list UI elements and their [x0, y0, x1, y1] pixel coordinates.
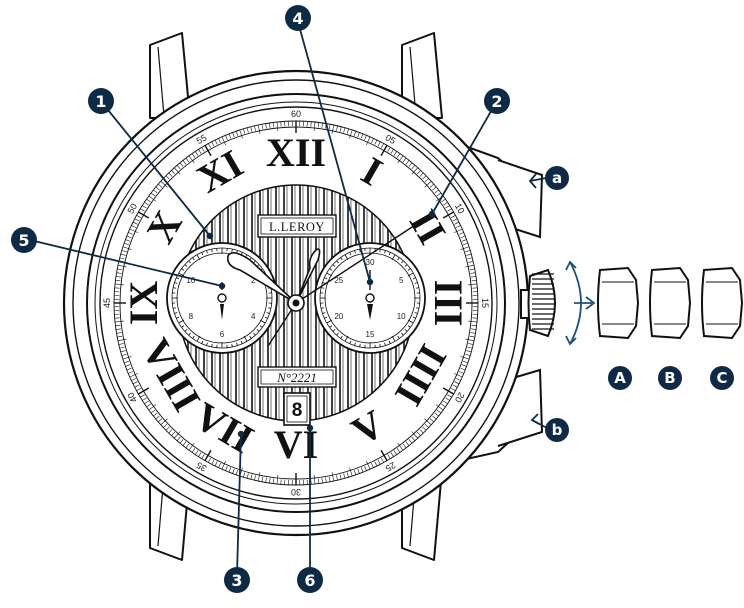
minute-label: 60	[291, 109, 301, 119]
minute-label: 30	[291, 487, 301, 497]
svg-text:A: A	[614, 369, 626, 387]
svg-text:5: 5	[18, 231, 29, 250]
crown-position-A	[598, 268, 638, 338]
subdial-label: 5	[399, 276, 404, 285]
callout-pusher-b: b	[545, 418, 569, 442]
subdial-label: 30	[366, 258, 375, 267]
subdial-label: 6	[220, 330, 225, 339]
callout-1: 1	[88, 88, 114, 114]
subdial-label: 4	[251, 312, 256, 321]
subdial-label: 20	[334, 312, 343, 321]
svg-text:B: B	[664, 369, 675, 387]
subdial-label: 10	[397, 312, 406, 321]
brand-plate: L.LEROY	[258, 215, 336, 237]
svg-text:b: b	[552, 421, 563, 439]
crown-position-B	[650, 268, 690, 338]
subdial-label: 15	[366, 330, 375, 339]
callout-2: 2	[484, 88, 510, 114]
svg-text:6: 6	[304, 571, 315, 590]
callout-5: 5	[11, 227, 37, 253]
crown-position-C	[702, 268, 742, 338]
hour-numeral: III	[426, 280, 471, 327]
brand-name: L.LEROY	[269, 220, 325, 234]
callout-crown-A: A	[608, 366, 632, 390]
svg-text:a: a	[552, 169, 562, 187]
svg-text:1: 1	[95, 92, 106, 111]
svg-text:4: 4	[292, 9, 303, 28]
svg-text:3: 3	[231, 571, 242, 590]
callout-pusher-a: a	[545, 166, 569, 190]
svg-text:2: 2	[491, 92, 502, 111]
serial-plate: N°2221	[258, 367, 336, 387]
callout-crown-B: B	[658, 366, 682, 390]
date-window: 8	[284, 393, 310, 425]
hour-numeral: XII	[266, 130, 326, 175]
serial-number: N°2221	[276, 370, 317, 385]
callout-3: 3	[224, 567, 250, 593]
minute-label: 15	[480, 298, 490, 308]
hour-numeral: IX	[121, 281, 166, 326]
subdial-label: 8	[189, 312, 194, 321]
callout-6: 6	[297, 567, 323, 593]
svg-text:C: C	[716, 369, 727, 387]
callout-4: 4	[285, 5, 311, 31]
minute-label: 45	[102, 298, 112, 308]
date-value: 8	[292, 400, 303, 421]
crown-rotate-arrow	[566, 262, 594, 344]
callout-crown-C: C	[710, 366, 734, 390]
